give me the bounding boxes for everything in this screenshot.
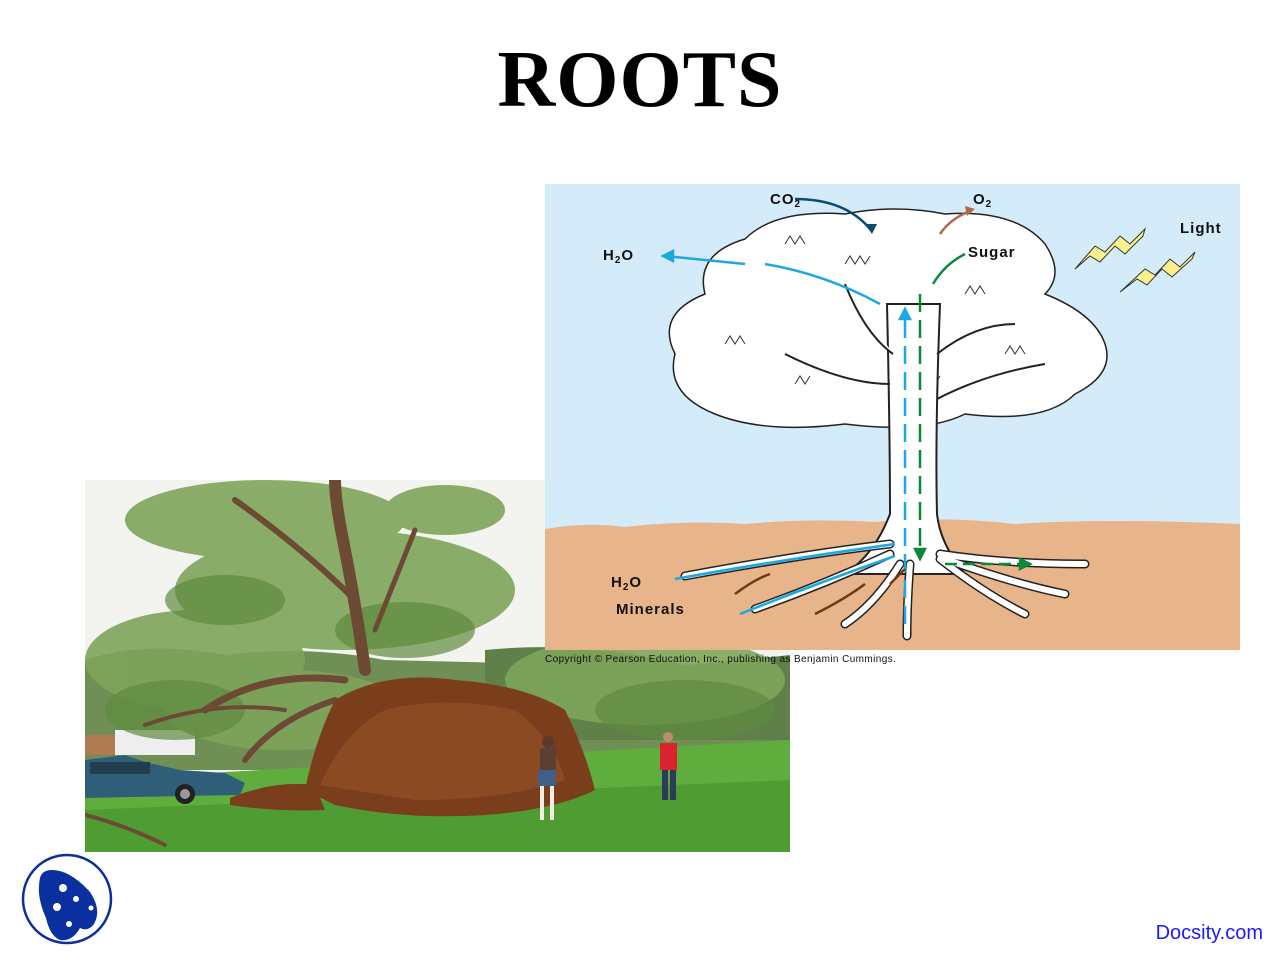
h2o-bottom-label: H xyxy=(611,574,623,591)
o2-label: O xyxy=(973,191,986,208)
minerals-label: Minerals xyxy=(616,601,685,618)
sugar-label: Sugar xyxy=(968,244,1016,261)
copyright-caption: Copyright © Pearson Education, Inc., pub… xyxy=(545,654,897,665)
docsity-logo-icon xyxy=(20,852,114,946)
docsity-link[interactable]: Docsity.com xyxy=(1155,922,1263,944)
tree-transport-diagram: CO2 O2 H2O Light Sugar H2O Minerals xyxy=(545,184,1240,650)
co2-label: CO xyxy=(770,191,795,208)
light-label: Light xyxy=(1180,220,1222,237)
h2o-top-label: H xyxy=(603,247,615,264)
slide-title: ROOTS xyxy=(497,36,783,124)
